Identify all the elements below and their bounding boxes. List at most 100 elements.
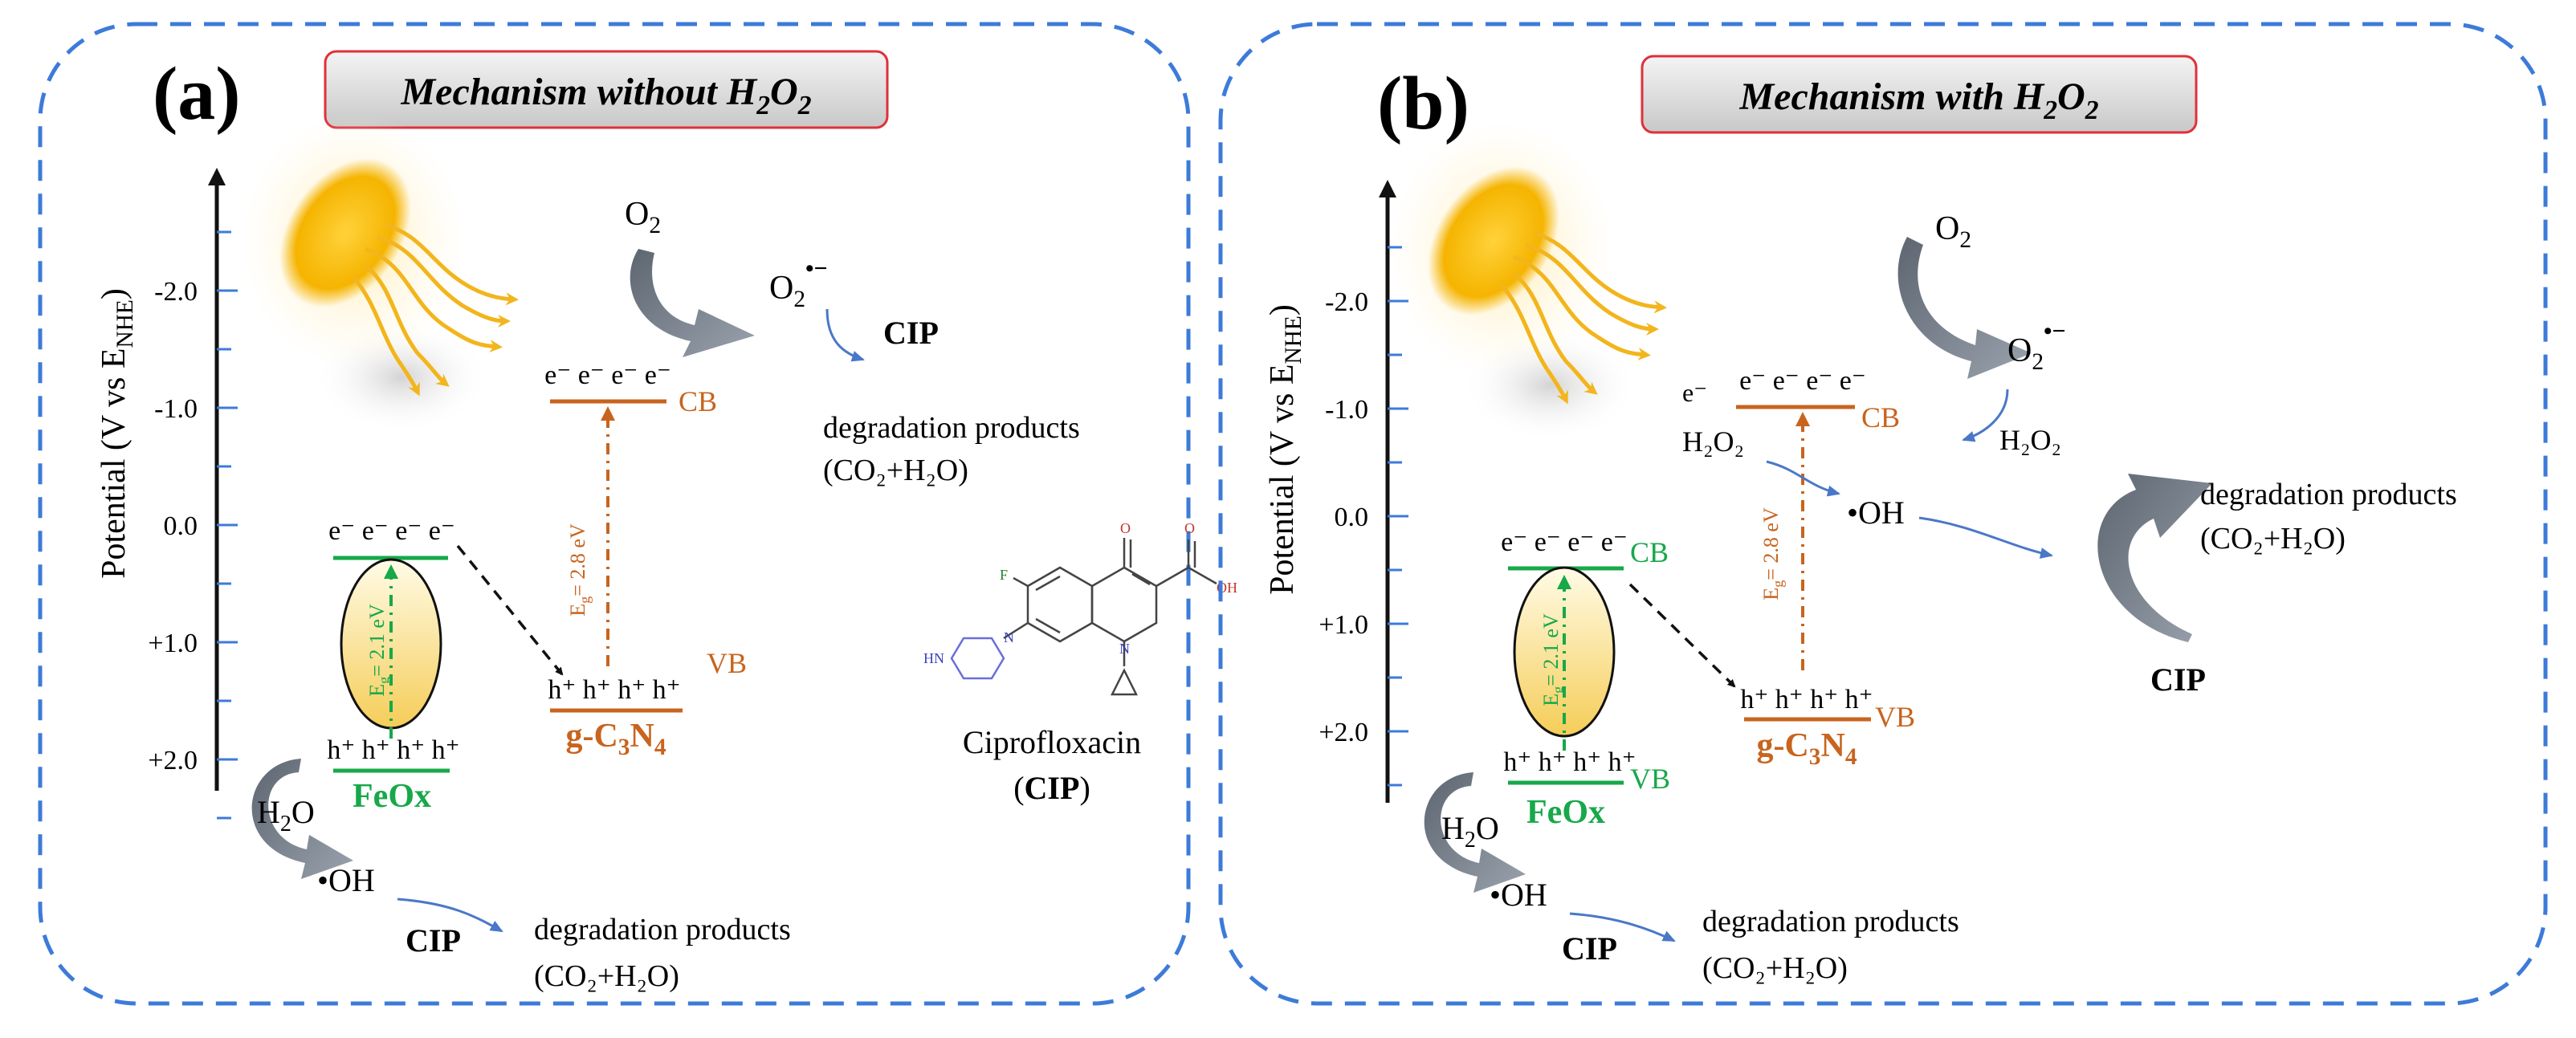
h2o-oxidation-arrow-a bbox=[251, 759, 353, 879]
o2-label-a: O2 bbox=[625, 196, 661, 238]
deg-formula-bottom-a: (CO₂+H₂O) bbox=[534, 959, 679, 993]
axis-tick-label: +1.0 bbox=[148, 629, 198, 658]
o2-radical-a: O2•− bbox=[769, 255, 828, 312]
feox-label-b: FeOx bbox=[1526, 794, 1605, 831]
cip-degradation-arrow-b bbox=[2097, 474, 2212, 642]
cip-right-b: CIP bbox=[2150, 661, 2206, 698]
deg-products-bottom-b: degradation products bbox=[1702, 905, 1959, 938]
electron-transfer-arrow-b bbox=[1628, 583, 1736, 688]
gcn-eg-a: Eg= 2.8 eV bbox=[566, 523, 593, 617]
panel-a-title-box: Mechanism without H2O2 bbox=[324, 50, 889, 129]
gcn-electrons-b: e⁻ e⁻ e⁻ e⁻ bbox=[1739, 366, 1866, 396]
h2o-b: H2O bbox=[1441, 810, 1499, 853]
axis-tick-label: 0.0 bbox=[1335, 503, 1369, 532]
deg-formula-top-a: (CO₂+H₂O) bbox=[823, 454, 968, 487]
deg-formula-bottom-b: (CO₂+H₂O) bbox=[1702, 951, 1848, 985]
h2o-a: H2O bbox=[257, 794, 315, 837]
deg-products-top-a: degradation products bbox=[823, 411, 1080, 445]
axis-tick-label: -2.0 bbox=[154, 277, 198, 307]
panel-a-letter: (a) bbox=[153, 52, 241, 136]
axis-label-b: Potential (V vs ENHE) bbox=[1264, 304, 1306, 595]
axis-tick-label: +2.0 bbox=[1319, 718, 1368, 747]
axis-label-a: Potential (V vs ENHE) bbox=[96, 288, 138, 579]
deg-products-bottom-a: degradation products bbox=[534, 913, 791, 946]
svg-text:O: O bbox=[1184, 520, 1195, 536]
feox-eg-b: Eg= 2.1 eV bbox=[1539, 613, 1566, 706]
gcn-label-a: g-C3N4 bbox=[565, 718, 666, 760]
cip-top-a: CIP bbox=[883, 315, 939, 351]
axis-tick-label: +1.0 bbox=[1319, 610, 1368, 640]
feox-eg-a: Eg= 2.1 eV bbox=[365, 604, 392, 697]
panel-a: (a) Mechanism without H2O2 -2.0-1.00.0+1 bbox=[38, 22, 1237, 1006]
h2o2-left-b: H₂O₂ bbox=[1682, 425, 1744, 458]
potential-axis-b: -2.0-1.00.0+1.0+2.0 Potential (V vs ENHE… bbox=[1264, 180, 1408, 803]
molecule-name: Ciprofloxacin bbox=[963, 724, 1141, 760]
svg-text:F: F bbox=[1000, 567, 1008, 583]
svg-text:O: O bbox=[1120, 520, 1131, 536]
oh-to-products-arrow-a bbox=[397, 898, 503, 933]
oh-to-products-arrow-top-b bbox=[1918, 516, 2053, 559]
feox-vb-b: VB bbox=[1630, 763, 1670, 795]
axis-ticks-b: -2.0-1.00.0+1.0+2.0 bbox=[1319, 246, 1408, 787]
sun-icon bbox=[1389, 120, 1667, 442]
panel-a-border bbox=[38, 22, 1191, 1006]
feox-band-b: e⁻ e⁻ e⁻ e⁻ CB Eg= 2.1 eV h⁺ h⁺ h⁺ h⁺ VB… bbox=[1501, 527, 1670, 831]
gcn-cb-a: CB bbox=[679, 385, 717, 417]
potential-axis-a: -2.0 -1.0 0.0 +1.0 +2.0 Potential (V vs ENHE… bbox=[96, 168, 238, 820]
panel-b-title: Mechanism with H2O2 bbox=[1738, 75, 2098, 125]
feox-cb-b: CB bbox=[1630, 536, 1669, 568]
feox-electrons-a: e⁻ e⁻ e⁻ e⁻ bbox=[328, 516, 455, 546]
svg-text:N: N bbox=[1004, 629, 1014, 645]
ciprofloxacin-labels: F O O OH N N HN bbox=[923, 520, 1237, 666]
ciprofloxacin-structure bbox=[950, 538, 1217, 696]
radical-to-products-arrow-a bbox=[825, 308, 865, 362]
panel-a-title: Mechanism without H2O2 bbox=[400, 71, 811, 120]
panel-b-border bbox=[1218, 22, 2548, 1006]
gcn-cb-b: CB bbox=[1861, 401, 1900, 434]
o2-radical-b: O2•− bbox=[2007, 318, 2066, 375]
radical-to-oh-arrow-b bbox=[1962, 389, 2009, 442]
gcn-eg-b: Eg= 2.8 eV bbox=[1759, 507, 1786, 600]
gcn-holes-b: h⁺ h⁺ h⁺ h⁺ bbox=[1740, 685, 1873, 714]
cip-bottom-b: CIP bbox=[1562, 930, 1617, 967]
cip-bottom-a: CIP bbox=[406, 922, 461, 959]
feox-holes-b: h⁺ h⁺ h⁺ h⁺ bbox=[1503, 747, 1636, 777]
sun-icon bbox=[241, 112, 519, 434]
gcn-holes-a: h⁺ h⁺ h⁺ h⁺ bbox=[548, 675, 680, 705]
feox-label-a: FeOx bbox=[353, 778, 431, 815]
e-single-b: e⁻ bbox=[1682, 378, 1707, 407]
feox-holes-a: h⁺ h⁺ h⁺ h⁺ bbox=[327, 735, 459, 765]
feox-band-a: e⁻ e⁻ e⁻ e⁻ Eg= 2.1 eV h⁺ h⁺ h⁺ h⁺ FeOx bbox=[327, 516, 459, 815]
panel-b-letter: (b) bbox=[1377, 62, 1469, 145]
axis-tick-label: +2.0 bbox=[148, 746, 198, 775]
axis-tick-label: -1.0 bbox=[154, 394, 198, 424]
gcn-label-b: g-C3N4 bbox=[1756, 727, 1857, 770]
panel-b: (b) Mechanism with H2O2 -2.0-1.00.0+1.0+ bbox=[1218, 22, 2548, 1006]
gcn-band-b: e⁻ e⁻ e⁻ e⁻ e⁻ CB Eg= 2.8 eV h⁺ h⁺ h⁺ h⁺… bbox=[1682, 366, 1915, 770]
svg-text:N: N bbox=[1119, 641, 1130, 657]
axis-ticks-a: -2.0 -1.0 0.0 +1.0 +2.0 bbox=[148, 230, 238, 820]
oh-radical-a: •OH bbox=[317, 862, 375, 898]
axis-tick-label: 0.0 bbox=[164, 511, 198, 541]
deg-formula-right-b: (CO₂+H₂O) bbox=[2200, 522, 2346, 556]
o2-reduction-arrow-a bbox=[630, 249, 755, 357]
oh-top-b: •OH bbox=[1847, 495, 1905, 531]
h2o-oxidation-arrow-b bbox=[1424, 772, 1526, 893]
o2-reduction-arrow-b bbox=[1897, 237, 2032, 379]
molecule-abbr: (CIP) bbox=[1013, 770, 1090, 806]
feox-electrons-b: e⁻ e⁻ e⁻ e⁻ bbox=[1501, 527, 1628, 557]
o2-label-b: O2 bbox=[1935, 210, 1971, 253]
gcn-vb-a: VB bbox=[707, 647, 747, 679]
panel-b-title-box: Mechanism with H2O2 bbox=[1641, 55, 2198, 134]
deg-products-right-b: degradation products bbox=[2200, 478, 2457, 511]
axis-tick-label: -2.0 bbox=[1325, 287, 1368, 317]
gcn-electrons-a: e⁻ e⁻ e⁻ e⁻ bbox=[544, 360, 671, 390]
oh-to-products-arrow-b bbox=[1569, 912, 1676, 942]
svg-text:HN: HN bbox=[923, 650, 944, 666]
electron-transfer-arrow-a bbox=[456, 544, 564, 676]
h2o2-to-oh-arrow-b bbox=[1766, 460, 1840, 497]
gcn-band-a: e⁻ e⁻ e⁻ e⁻ CB Eg= 2.8 eV VB h⁺ h⁺ h⁺ h⁺… bbox=[544, 360, 747, 760]
h2o2-right-b: H₂O₂ bbox=[1999, 424, 2061, 456]
oh-radical-b: •OH bbox=[1490, 877, 1547, 913]
